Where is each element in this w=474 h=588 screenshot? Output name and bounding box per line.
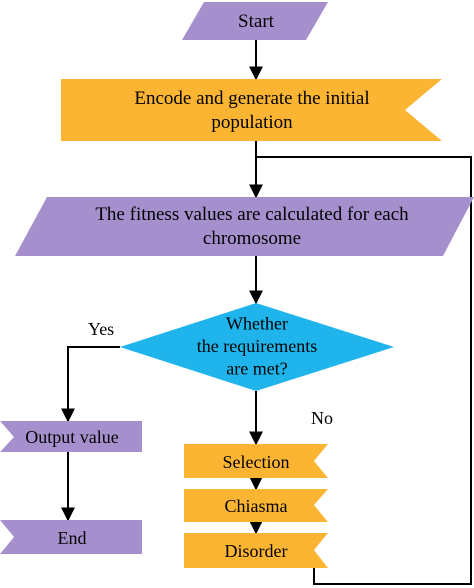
fitness-label-line: chromosome bbox=[203, 227, 301, 248]
selection-node bbox=[184, 444, 328, 478]
fitness-label: The fitness values are calculated for ea… bbox=[95, 204, 409, 249]
start-label: Start bbox=[238, 11, 275, 32]
edge-decision-yes-to-output bbox=[61, 346, 120, 423]
output-node bbox=[0, 421, 142, 452]
selection-label: Selection bbox=[223, 452, 290, 472]
decision-label-line: are met? bbox=[226, 359, 287, 379]
output-label-line: Output value bbox=[25, 427, 118, 447]
fitness-label-line: The fitness values are calculated for ea… bbox=[95, 204, 409, 225]
connectors bbox=[61, 40, 472, 585]
no-label: No bbox=[311, 408, 333, 428]
decision-label-line: the requirements bbox=[197, 336, 317, 356]
chiasma-node bbox=[184, 489, 328, 522]
disorder-node bbox=[184, 533, 328, 568]
end-node bbox=[0, 520, 142, 554]
fitness-node bbox=[15, 197, 474, 256]
chiasma-label: Chiasma bbox=[225, 496, 288, 516]
chiasma-label-line: Chiasma bbox=[225, 496, 288, 516]
shapes bbox=[0, 2, 474, 568]
edge-loop-back-to-fitness bbox=[256, 156, 472, 585]
output-label: Output value bbox=[25, 427, 118, 447]
decision-label-line: Whether bbox=[226, 314, 288, 334]
decision-node bbox=[120, 303, 394, 391]
end-label-line: End bbox=[58, 528, 87, 548]
selection-label-line: Selection bbox=[223, 452, 290, 472]
end-label: End bbox=[58, 528, 87, 548]
disorder-label: Disorder bbox=[225, 541, 288, 561]
yes-label: Yes bbox=[88, 319, 114, 339]
encode-label-line: population bbox=[211, 111, 293, 132]
start-node bbox=[182, 2, 328, 40]
edge-labels: Yes No bbox=[88, 319, 333, 428]
start-label-line: Start bbox=[238, 11, 275, 32]
disorder-label-line: Disorder bbox=[225, 541, 288, 561]
encode-label-line: Encode and generate the initial bbox=[134, 88, 369, 109]
encode-node bbox=[61, 79, 442, 141]
